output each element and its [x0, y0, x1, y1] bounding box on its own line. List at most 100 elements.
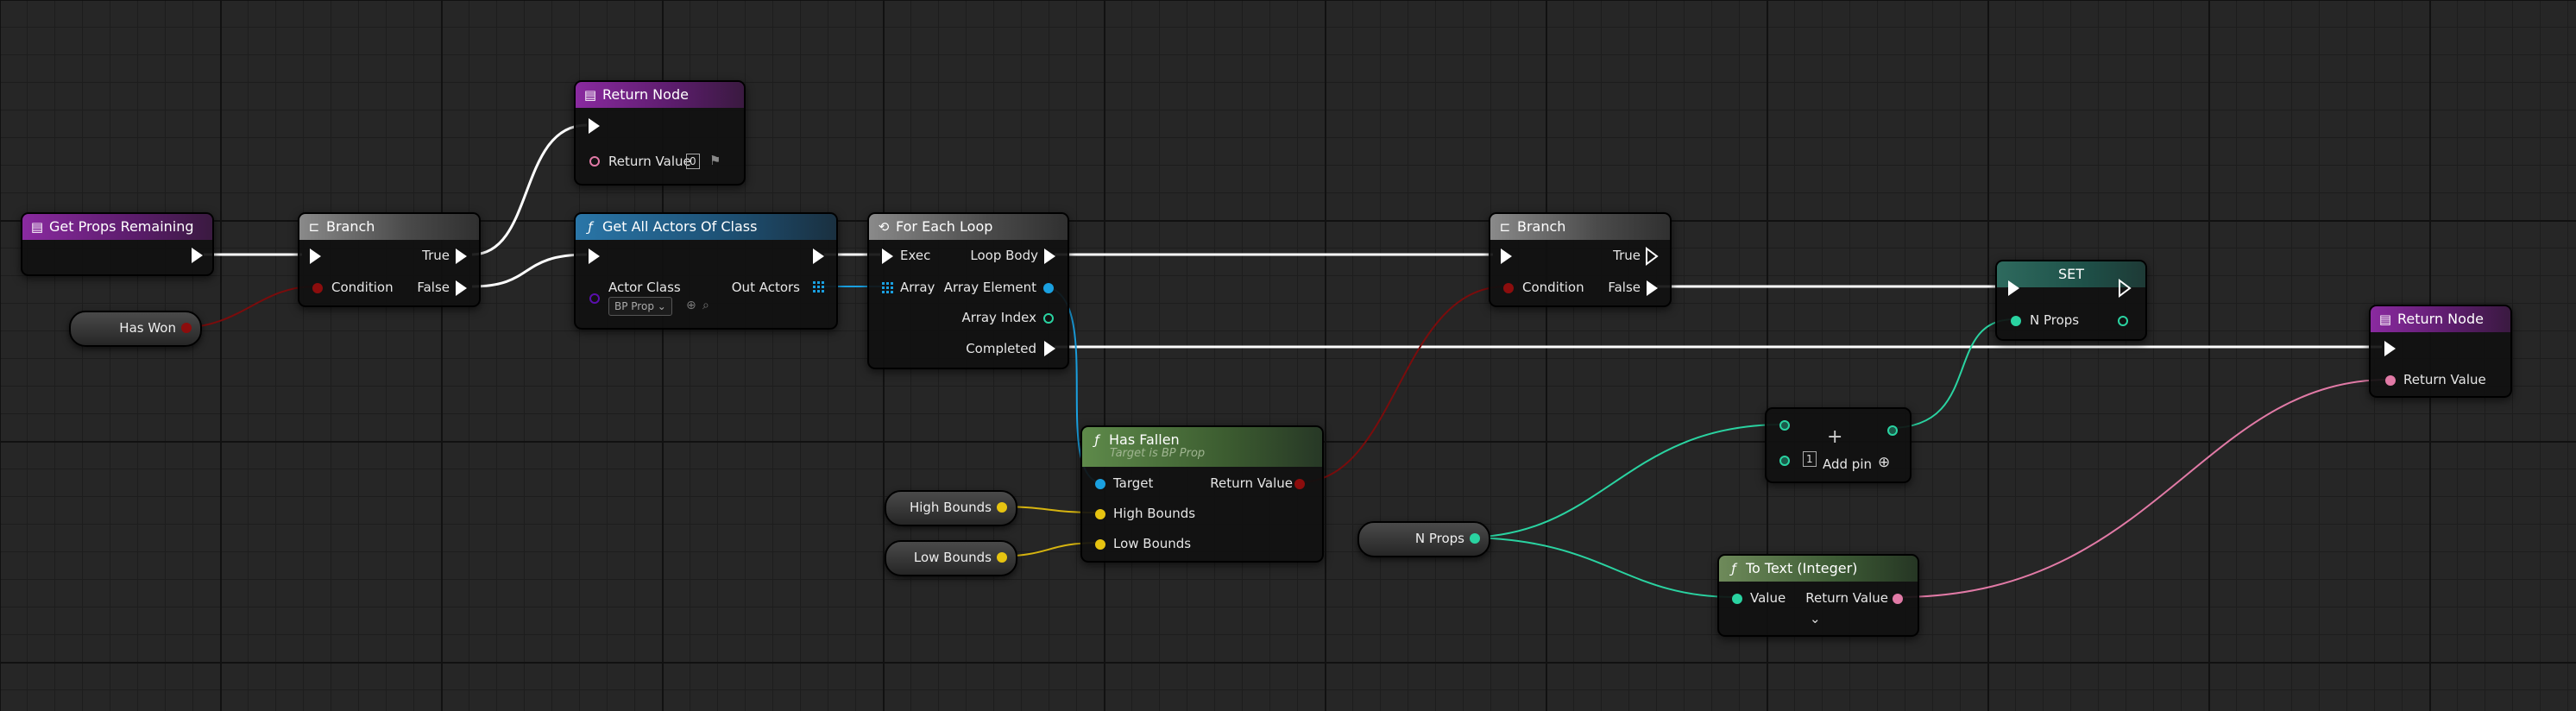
- high-bounds-label: High Bounds: [1113, 506, 1196, 521]
- set-node[interactable]: SET N Props: [1995, 260, 2147, 341]
- float-out-pin[interactable]: [997, 502, 1007, 513]
- boolean-out-pin[interactable]: [1294, 479, 1305, 489]
- node-header: ƒ To Text (Integer): [1719, 556, 1918, 582]
- add-node[interactable]: 1 + Add pin ⊕: [1765, 407, 1912, 483]
- exec-in-pin[interactable]: [589, 118, 600, 134]
- array-element-label: Array Element: [943, 280, 1036, 295]
- integer-wire: [1463, 537, 1735, 598]
- condition-label: Condition: [331, 280, 394, 295]
- exec-in-pin[interactable]: [882, 249, 893, 264]
- exec-out-pin[interactable]: [2118, 279, 2132, 298]
- condition-in-pin[interactable]: [312, 283, 323, 293]
- integer-out-pin[interactable]: [2118, 316, 2128, 326]
- false-exec-out-pin[interactable]: [1647, 280, 1658, 296]
- has-won-variable-node[interactable]: Has Won: [69, 311, 202, 347]
- actor-class-label: Actor Class: [608, 280, 681, 295]
- loop-body-label: Loop Body: [970, 248, 1038, 263]
- chevron-down-icon[interactable]: ⌄: [1810, 611, 1821, 626]
- return-value-label: Return Value: [1210, 475, 1293, 491]
- int-value-field[interactable]: 1: [1803, 451, 1817, 467]
- low-bounds-in-pin[interactable]: [1095, 539, 1105, 550]
- browse-search-icon[interactable]: ⌕: [702, 299, 709, 312]
- integer-in-pin-b[interactable]: [1779, 456, 1790, 466]
- node-title: Branch: [1517, 218, 1566, 235]
- node-title: To Text (Integer): [1746, 560, 1858, 576]
- target-in-pin[interactable]: [1095, 479, 1105, 489]
- exec-in-pin[interactable]: [2008, 280, 2019, 296]
- node-title: Get Props Remaining: [49, 218, 194, 235]
- exec-wire: [471, 123, 588, 256]
- return-node-top[interactable]: ▤Return Node Return Value 0 ⚑: [574, 80, 746, 186]
- return-value-label: Return Value: [2403, 372, 2486, 387]
- integer-in-pin-a[interactable]: [1779, 420, 1790, 431]
- true-exec-out-pin[interactable]: [456, 249, 467, 264]
- n-props-variable-node[interactable]: N Props: [1357, 521, 1490, 557]
- false-exec-out-pin[interactable]: [456, 280, 467, 296]
- completed-exec-out-pin[interactable]: [1044, 341, 1055, 356]
- actor-class-value: BP Prop: [614, 300, 654, 312]
- exec-in-pin[interactable]: [589, 249, 600, 264]
- branch-node-2[interactable]: ⊏Branch True Condition False: [1489, 212, 1672, 307]
- node-title: SET: [2057, 266, 2085, 282]
- condition-label: Condition: [1522, 280, 1584, 295]
- array-index-label: Array Index: [961, 310, 1036, 325]
- function-icon: ƒ: [1094, 432, 1099, 448]
- target-label: Target: [1113, 475, 1154, 491]
- function-entry-node[interactable]: ▤Get Props Remaining: [21, 212, 214, 276]
- low-bounds-variable-node[interactable]: Low Bounds: [885, 540, 1017, 576]
- add-pin-label[interactable]: Add pin: [1823, 456, 1873, 472]
- node-title: Return Node: [2397, 311, 2484, 327]
- for-each-loop-node[interactable]: ⟲For Each Loop Exec Loop Body Array Arra…: [867, 212, 1069, 369]
- integer-in-pin[interactable]: [1732, 594, 1742, 604]
- add-pin-icon[interactable]: ⊕: [1878, 454, 1891, 471]
- use-selected-icon[interactable]: ⊕: [686, 299, 696, 312]
- integer-out-pin[interactable]: [1470, 533, 1480, 544]
- node-header: ⟲For Each Loop: [869, 214, 1068, 240]
- branch-node-1[interactable]: ⊏Branch True Condition False: [298, 212, 481, 307]
- array-label: Array: [900, 280, 935, 295]
- high-bounds-in-pin[interactable]: [1095, 509, 1105, 519]
- node-header: ▤Return Node: [2371, 306, 2510, 332]
- branch-icon: ⊏: [308, 219, 320, 235]
- object-out-pin[interactable]: [1043, 283, 1054, 293]
- return-value-field[interactable]: 0: [686, 154, 700, 169]
- text-out-pin[interactable]: [1893, 594, 1903, 604]
- exec-in-pin[interactable]: [2384, 341, 2396, 356]
- condition-in-pin[interactable]: [1503, 283, 1514, 293]
- float-out-pin[interactable]: [997, 552, 1007, 563]
- return-value-label: Return Value: [608, 154, 691, 169]
- node-header: ▤Return Node: [576, 82, 744, 108]
- node-title: Return Node: [602, 86, 689, 103]
- exec-out-pin[interactable]: [813, 249, 824, 264]
- integer-wire: [1463, 424, 1784, 538]
- integer-out-pin[interactable]: [1887, 425, 1898, 436]
- node-header: ⊏Branch: [1490, 214, 1670, 240]
- false-label: False: [417, 280, 450, 295]
- node-header: ▤Get Props Remaining: [22, 214, 212, 240]
- high-bounds-variable-node[interactable]: High Bounds: [885, 490, 1017, 526]
- exec-out-pin[interactable]: [192, 248, 203, 263]
- boolean-out-pin[interactable]: [181, 323, 192, 333]
- value-label: Value: [1750, 590, 1786, 606]
- return-node-right[interactable]: ▤Return Node Return Value: [2369, 305, 2512, 398]
- array-out-pin[interactable]: [813, 281, 825, 293]
- exec-in-pin[interactable]: [1501, 249, 1512, 264]
- exec-in-pin[interactable]: [310, 249, 321, 264]
- integer-in-pin[interactable]: [589, 156, 600, 167]
- loop-body-exec-out-pin[interactable]: [1044, 249, 1055, 264]
- node-subtitle: Target is BP Prop: [1110, 447, 1206, 460]
- array-in-pin[interactable]: [882, 282, 894, 294]
- integer-out-pin[interactable]: [1043, 313, 1054, 324]
- text-in-pin[interactable]: [2385, 375, 2396, 386]
- integer-in-pin[interactable]: [2011, 316, 2021, 326]
- class-in-pin[interactable]: [589, 293, 600, 304]
- actor-class-dropdown[interactable]: BP Prop ⌄: [608, 297, 672, 316]
- flag-icon[interactable]: ⚑: [709, 153, 721, 168]
- function-icon: ƒ: [1731, 561, 1736, 576]
